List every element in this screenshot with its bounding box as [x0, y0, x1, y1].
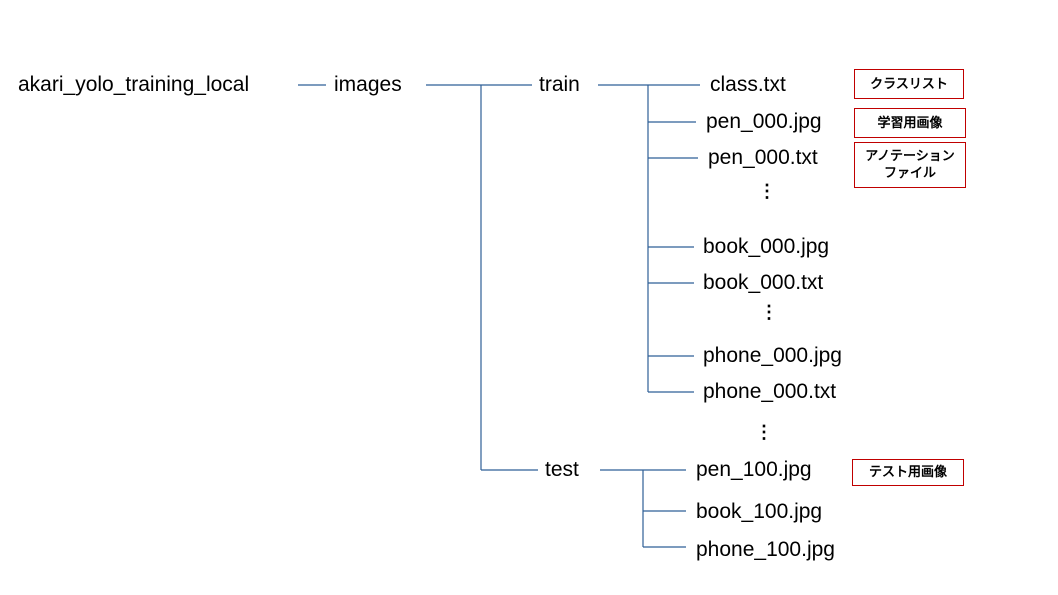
annotation-class-list: クラスリスト — [854, 69, 964, 99]
root-folder: akari_yolo_training_local — [18, 73, 250, 96]
file-phone-000-txt: phone_000.txt — [703, 380, 837, 403]
file-book-000-jpg: book_000.jpg — [703, 235, 830, 258]
file-class-txt: class.txt — [710, 73, 786, 96]
annotation-class-list-text: クラスリスト — [870, 75, 948, 91]
test-folder: test — [545, 458, 579, 481]
ellipsis-train-3: ⋮ — [755, 422, 773, 442]
annotation-training-image: 学習用画像 — [854, 108, 966, 138]
annotation-test-image-text: テスト用画像 — [868, 464, 947, 480]
file-phone-100-jpg: phone_100.jpg — [696, 538, 835, 561]
ellipsis-train-2: ⋮ — [760, 302, 778, 322]
annotation-test-image: テスト用画像 — [852, 459, 964, 486]
file-phone-000-jpg: phone_000.jpg — [703, 344, 842, 367]
annotation-annotation-file-text: アノテーション ファイル — [865, 148, 955, 180]
annotation-training-image-text: 学習用画像 — [877, 114, 943, 130]
file-pen-000-jpg: pen_000.jpg — [706, 110, 822, 133]
file-pen-000-txt: pen_000.txt — [708, 146, 818, 169]
file-book-100-jpg: book_100.jpg — [696, 500, 823, 523]
ellipsis-train-1: ⋮ — [758, 181, 776, 201]
file-book-000-txt: book_000.txt — [703, 271, 824, 294]
images-folder: images — [334, 73, 402, 96]
file-pen-100-jpg: pen_100.jpg — [696, 458, 812, 481]
train-folder: train — [539, 73, 580, 96]
annotation-annotation-file: アノテーション ファイル — [854, 142, 966, 188]
